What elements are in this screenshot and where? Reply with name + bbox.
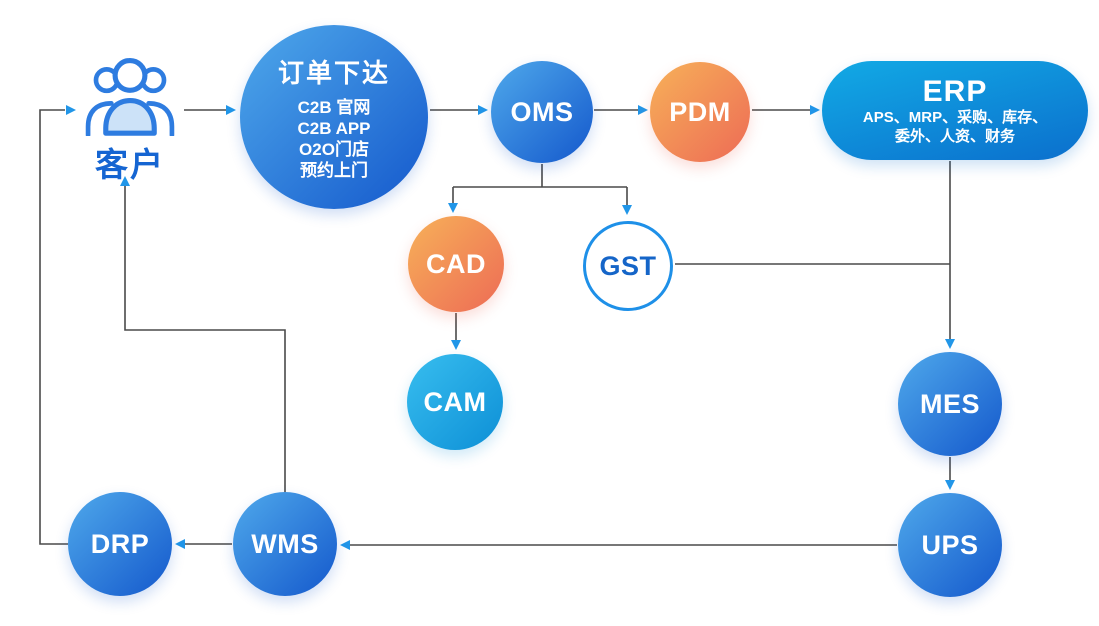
drp-label: DRP <box>90 528 150 559</box>
edge-wms-to-customer <box>120 176 286 492</box>
edge-order-to-oms <box>430 105 488 115</box>
order-channel-appointment: 预约上门 <box>300 161 368 180</box>
edge-erp-to-mes <box>945 161 955 349</box>
edge-oms-branch-to-cad-gst <box>448 164 632 215</box>
node-oms: OMS <box>491 61 593 163</box>
edge-customer-to-order <box>184 105 236 115</box>
edge-oms-to-pdm <box>594 105 648 115</box>
node-customer: 客户 <box>78 54 182 186</box>
node-cam: CAM <box>407 354 503 450</box>
people-group-icon <box>85 57 175 136</box>
node-drp: DRP <box>68 492 172 596</box>
erp-modules-line1: APS、MRP、采购、库存、 <box>862 108 1048 126</box>
erp-modules-line2: 委外、人资、财务 <box>894 127 1015 145</box>
customer-label: 客户 <box>95 146 165 183</box>
wms-label: WMS <box>251 528 319 559</box>
ups-label: UPS <box>921 529 979 560</box>
oms-label: OMS <box>510 96 574 127</box>
gst-label: GST <box>599 250 657 281</box>
edge-drp-to-customer <box>39 105 76 545</box>
node-cad: CAD <box>408 216 504 312</box>
edge-ups-to-wms <box>340 540 897 550</box>
order-title: 订单下达 <box>277 58 390 88</box>
cad-label: CAD <box>426 248 486 279</box>
order-channel-c2b-web: C2B 官网 <box>297 98 371 117</box>
node-pdm: PDM <box>650 62 750 162</box>
edge-wms-to-drp <box>175 539 232 549</box>
node-ups: UPS <box>898 493 1002 597</box>
node-order: 订单下达 C2B 官网 C2B APP O2O门店 预约上门 <box>240 25 428 209</box>
cam-label: CAM <box>423 386 487 417</box>
node-wms: WMS <box>233 492 337 596</box>
edge-mes-to-ups <box>945 457 955 490</box>
node-mes: MES <box>898 352 1002 456</box>
node-erp: ERP APS、MRP、采购、库存、 委外、人资、财务 <box>822 61 1088 160</box>
order-channel-c2b-app: C2B APP <box>297 119 371 138</box>
pdm-label: PDM <box>669 96 731 127</box>
order-channel-o2o-store: O2O门店 <box>299 140 369 159</box>
mes-label: MES <box>919 388 980 419</box>
edge-cad-to-cam <box>451 313 461 350</box>
erp-title: ERP <box>922 74 988 108</box>
node-gst: GST <box>583 221 673 311</box>
edge-pdm-to-erp <box>752 105 820 115</box>
